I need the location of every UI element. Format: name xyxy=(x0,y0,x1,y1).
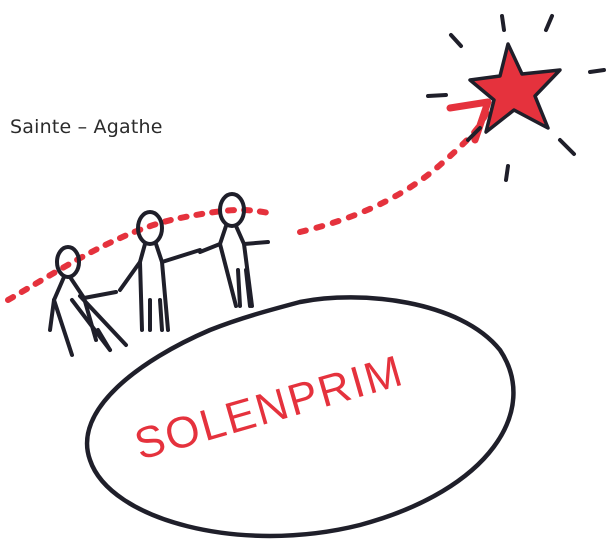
island-outline xyxy=(84,295,516,539)
dotted-path-left xyxy=(5,207,278,303)
caption-text: Sainte – Agathe xyxy=(10,116,163,138)
island-label: SOLENPRIM xyxy=(129,346,409,470)
arrow-icon xyxy=(297,98,492,235)
star-icon xyxy=(426,14,606,182)
person-icon xyxy=(48,192,270,357)
